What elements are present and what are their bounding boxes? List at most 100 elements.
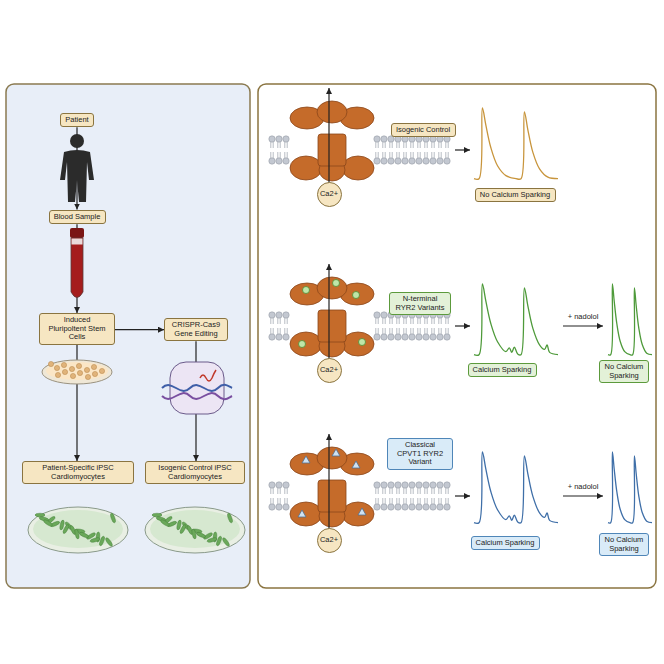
lipid-tail bbox=[431, 142, 432, 148]
lipid-tail bbox=[417, 152, 418, 158]
stem-cell bbox=[55, 372, 60, 377]
lipid-head bbox=[437, 158, 443, 164]
lipid-tail bbox=[378, 498, 379, 504]
cardiomyocyte-cell bbox=[99, 536, 106, 547]
lipid-tail bbox=[406, 488, 407, 494]
lipid-head bbox=[276, 136, 282, 142]
lipid-head bbox=[374, 312, 380, 318]
lipid-tail bbox=[389, 498, 390, 504]
lipid-tail bbox=[399, 142, 400, 148]
variant-marker bbox=[358, 508, 366, 515]
lipid-tail bbox=[389, 328, 390, 334]
variant-marker bbox=[359, 339, 366, 346]
lipid-tail bbox=[273, 152, 274, 158]
lipid-tail bbox=[287, 152, 288, 158]
ryr2-channel bbox=[269, 434, 450, 531]
lipid-tail bbox=[427, 152, 428, 158]
tube-cap bbox=[70, 228, 84, 238]
variant-marker bbox=[353, 292, 360, 299]
lipid-tail bbox=[287, 488, 288, 494]
lipid-tail bbox=[406, 152, 407, 158]
lipid-tail bbox=[396, 488, 397, 494]
lipid-tail bbox=[413, 328, 414, 334]
lipid-tail bbox=[378, 142, 379, 148]
variant-marker bbox=[333, 280, 340, 287]
lipid-tail bbox=[406, 498, 407, 504]
treatment-label: + nadolol bbox=[567, 312, 600, 321]
lipid-tail bbox=[406, 142, 407, 148]
lipid-tail bbox=[424, 328, 425, 334]
lipid-tail bbox=[375, 488, 376, 494]
lipid-tail bbox=[441, 152, 442, 158]
lipid-tail bbox=[273, 488, 274, 494]
lipid-tail bbox=[375, 498, 376, 504]
node-text: No Calcium Sparking bbox=[604, 536, 644, 553]
ion-circle: Ca2+ bbox=[317, 528, 342, 553]
lipid-head bbox=[269, 482, 275, 488]
cardiomyocyte-cell bbox=[110, 513, 117, 524]
lipid-tail bbox=[277, 318, 278, 324]
lipid-tail bbox=[448, 498, 449, 504]
lipid-tail bbox=[420, 328, 421, 334]
cardiomyocyte-dish bbox=[145, 507, 245, 553]
lipid-tail bbox=[396, 152, 397, 158]
lipid-tail bbox=[413, 142, 414, 148]
lipid-tail bbox=[375, 152, 376, 158]
lipid-head bbox=[269, 158, 275, 164]
lipid-head bbox=[381, 158, 387, 164]
lipid-tail bbox=[403, 142, 404, 148]
right-panel bbox=[258, 84, 656, 588]
calcium-flow-arrow bbox=[328, 434, 329, 531]
node-text: Ca2+ bbox=[320, 190, 338, 199]
lipid-head bbox=[269, 136, 275, 142]
lipid-head bbox=[423, 504, 429, 510]
lipid-tail bbox=[438, 142, 439, 148]
lipid-tail bbox=[273, 498, 274, 504]
node-text: Blood Sample bbox=[54, 213, 101, 222]
lipid-tail bbox=[277, 328, 278, 334]
lipid-tail bbox=[445, 152, 446, 158]
node-text: Ca2+ bbox=[320, 366, 338, 375]
channel-subunit bbox=[342, 502, 374, 526]
node-text: Classical CPVT1 RYR2 Variant bbox=[392, 441, 448, 467]
lipid-head bbox=[388, 334, 394, 340]
cardiomyocyte-cell bbox=[216, 536, 223, 547]
lipid-tail bbox=[417, 318, 418, 324]
lipid-head bbox=[416, 158, 422, 164]
person-body bbox=[60, 150, 94, 202]
calcium-trace bbox=[474, 284, 558, 355]
lipid-tail bbox=[273, 142, 274, 148]
stem-cell bbox=[70, 373, 75, 378]
lipid-tail bbox=[277, 152, 278, 158]
lipid-tail bbox=[270, 488, 271, 494]
lipid-tail bbox=[399, 328, 400, 334]
channel-subunit bbox=[342, 332, 374, 356]
variant-marker bbox=[352, 461, 360, 468]
lipid-tail bbox=[403, 498, 404, 504]
lipid-tail bbox=[445, 142, 446, 148]
lipid-tail bbox=[441, 498, 442, 504]
lipid-tail bbox=[375, 318, 376, 324]
label-box: Isogenic Control bbox=[391, 123, 456, 138]
lipid-head bbox=[276, 312, 282, 318]
lipid-head bbox=[381, 136, 387, 142]
lipid-head bbox=[381, 504, 387, 510]
lipid-tail bbox=[427, 328, 428, 334]
lipid-tail bbox=[424, 152, 425, 158]
lipid-tail bbox=[392, 142, 393, 148]
cardiomyocyte-cell bbox=[35, 513, 45, 517]
channel-subunit bbox=[318, 134, 346, 166]
lipid-tail bbox=[410, 318, 411, 324]
lipid-head bbox=[437, 334, 443, 340]
cardiomyocyte-cell bbox=[90, 537, 101, 543]
lipid-tail bbox=[270, 328, 271, 334]
lipid-tail bbox=[431, 488, 432, 494]
lipid-tail bbox=[284, 318, 285, 324]
lipid-head bbox=[276, 482, 282, 488]
lipid-head bbox=[283, 312, 289, 318]
label-box: No Calcium Sparking bbox=[599, 360, 649, 383]
node-text: CRISPR-Cas9 Gene Editing bbox=[169, 321, 223, 338]
lipid-tail bbox=[389, 142, 390, 148]
calcium-flow-arrow bbox=[328, 88, 329, 185]
